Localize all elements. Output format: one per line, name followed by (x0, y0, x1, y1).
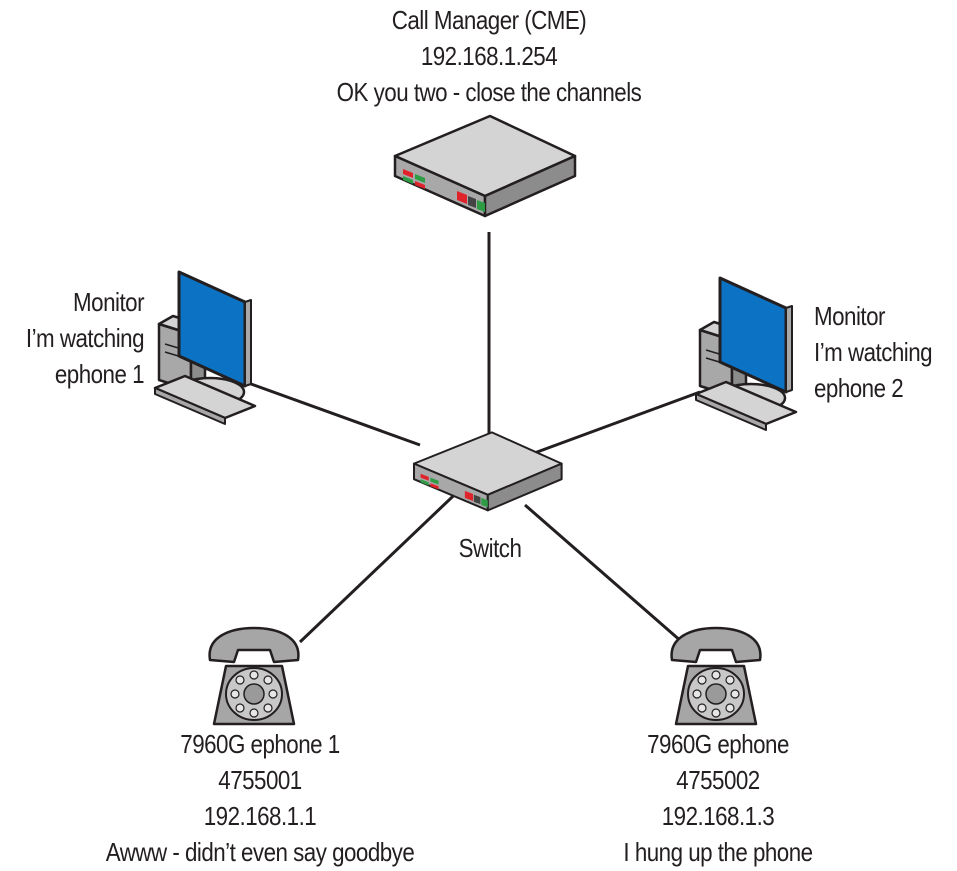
call-manager-name: Call Manager (CME) (391, 5, 587, 35)
phone-left-extension: 4755001 (218, 765, 302, 795)
monitor-right-target: ephone 2 (814, 373, 904, 403)
computer-icon (153, 270, 257, 426)
links (239, 232, 701, 644)
phone-right-message: I hung up the phone (623, 837, 813, 867)
monitor-right-status: I’m watching (814, 337, 933, 367)
call-manager-ip: 192.168.1.254 (420, 41, 558, 71)
link-switch-phone-right (524, 503, 683, 644)
call-manager-message: OK you two - close the channels (336, 77, 642, 107)
call-manager-label: Call Manager (CME) 192.168.1.254 OK you … (308, 2, 669, 110)
switch-name: Switch (458, 533, 522, 563)
telephone-icon (670, 626, 762, 726)
monitor-left-title: Monitor (73, 287, 144, 317)
telephone-icon (208, 626, 300, 726)
computer-icon (694, 276, 798, 432)
phone-left-model: 7960G ephone 1 (180, 729, 340, 759)
monitor-left-label: Monitor I’m watching ephone 1 (15, 284, 145, 392)
phone-right-label: 7960G ephone 4755002 192.168.1.3 I hung … (589, 726, 847, 870)
switch-label: Switch (438, 530, 541, 566)
link-switch-monitor-right (509, 390, 701, 464)
phone-left-message: Awww - didn’t even say goodbye (105, 837, 415, 867)
monitor-right-label: Monitor I’m watching ephone 2 (814, 298, 934, 406)
phone-right-ip: 192.168.1.3 (661, 801, 775, 831)
monitor-left-target: ephone 1 (54, 359, 145, 389)
phone-left-label: 7960G ephone 1 4755001 192.168.1.1 Awww … (88, 726, 432, 870)
switch-icon (412, 431, 563, 512)
monitor-right-title: Monitor (814, 301, 885, 331)
link-switch-monitor-left (239, 378, 421, 447)
phone-right-extension: 4755002 (676, 765, 760, 795)
link-switch-phone-left (298, 478, 472, 644)
phone-right-model: 7960G ephone (647, 729, 789, 759)
phone-left-ip: 192.168.1.1 (203, 801, 317, 831)
monitor-left-status: I’m watching (25, 323, 145, 353)
router-icon (393, 114, 577, 218)
